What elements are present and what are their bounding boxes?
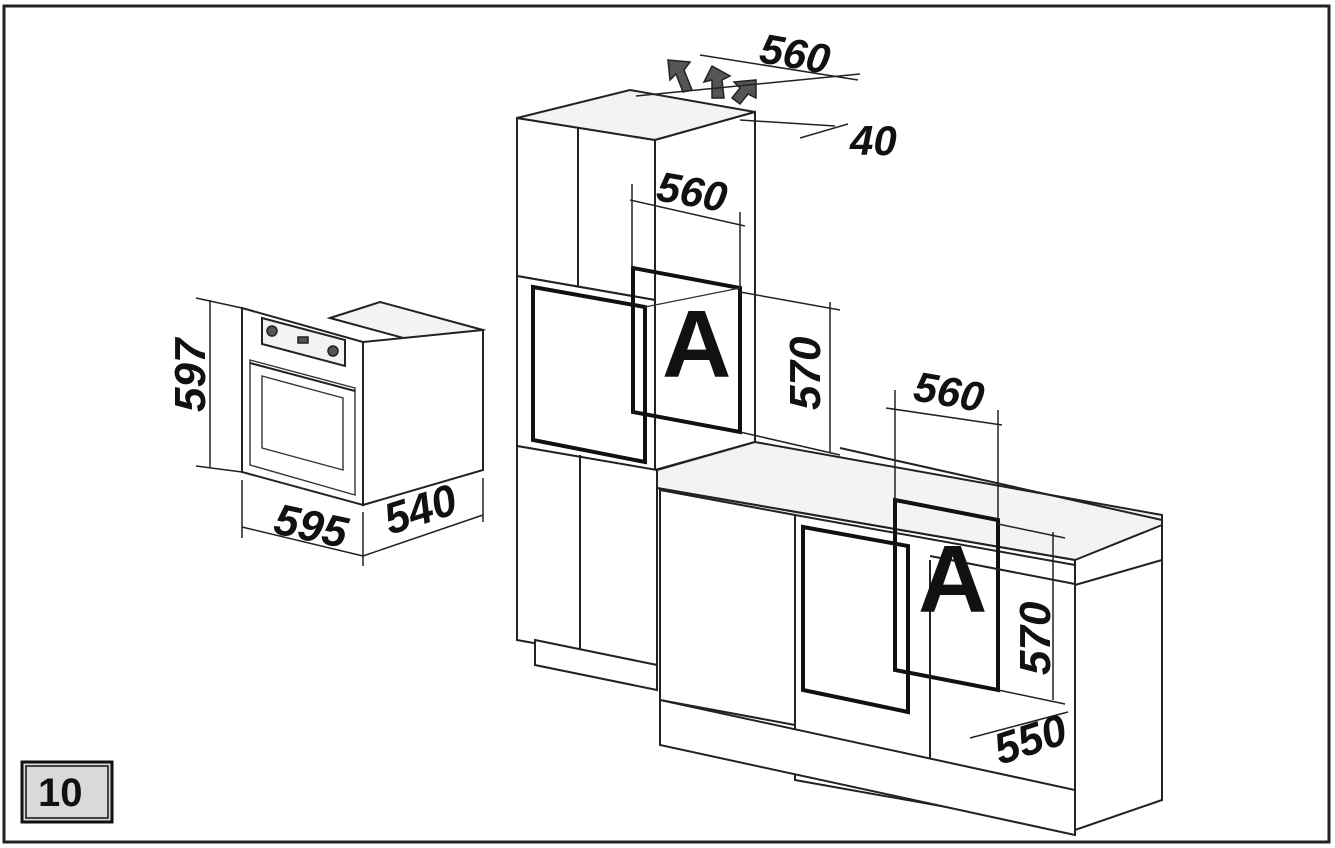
- base-unit-dimensions: [885, 390, 1069, 739]
- base-opening-height-label: 570: [1011, 601, 1060, 675]
- tall-cavity-frame: [531, 284, 647, 465]
- figure-number-badge: 10: [20, 760, 114, 824]
- tall-cabinet-illustration: [516, 88, 756, 692]
- oven-illustration: [241, 300, 487, 507]
- base-cavity-frame: [801, 524, 910, 715]
- oven-dimensions: [195, 297, 484, 566]
- left-knob-icon: [266, 325, 278, 337]
- vent-arrow-icon: [702, 64, 732, 99]
- vent-arrow-icon: [667, 59, 694, 93]
- tall-opening-label: A: [662, 291, 731, 398]
- vent-arrows: [667, 59, 757, 106]
- tall-unit-dimensions: [629, 54, 861, 491]
- oven-width-label: 595: [270, 495, 353, 558]
- tall-opening-height-label: 570: [781, 336, 830, 410]
- vent-arrow-icon: [730, 79, 757, 106]
- base-opening-label: A: [918, 526, 987, 633]
- tall-vent-width-label: 560: [756, 25, 833, 83]
- base-opening-width-label: 560: [910, 363, 987, 421]
- diagram-border: [2, 4, 1331, 844]
- right-knob-icon: [327, 345, 339, 357]
- oven-window: [261, 375, 344, 471]
- tall-vent-gap-label: 40: [849, 117, 897, 164]
- oven-height-label: 597: [166, 336, 215, 412]
- base-cabinet-illustration: [656, 440, 1163, 837]
- figure-number: 10: [38, 771, 83, 815]
- oven-door: [249, 359, 356, 496]
